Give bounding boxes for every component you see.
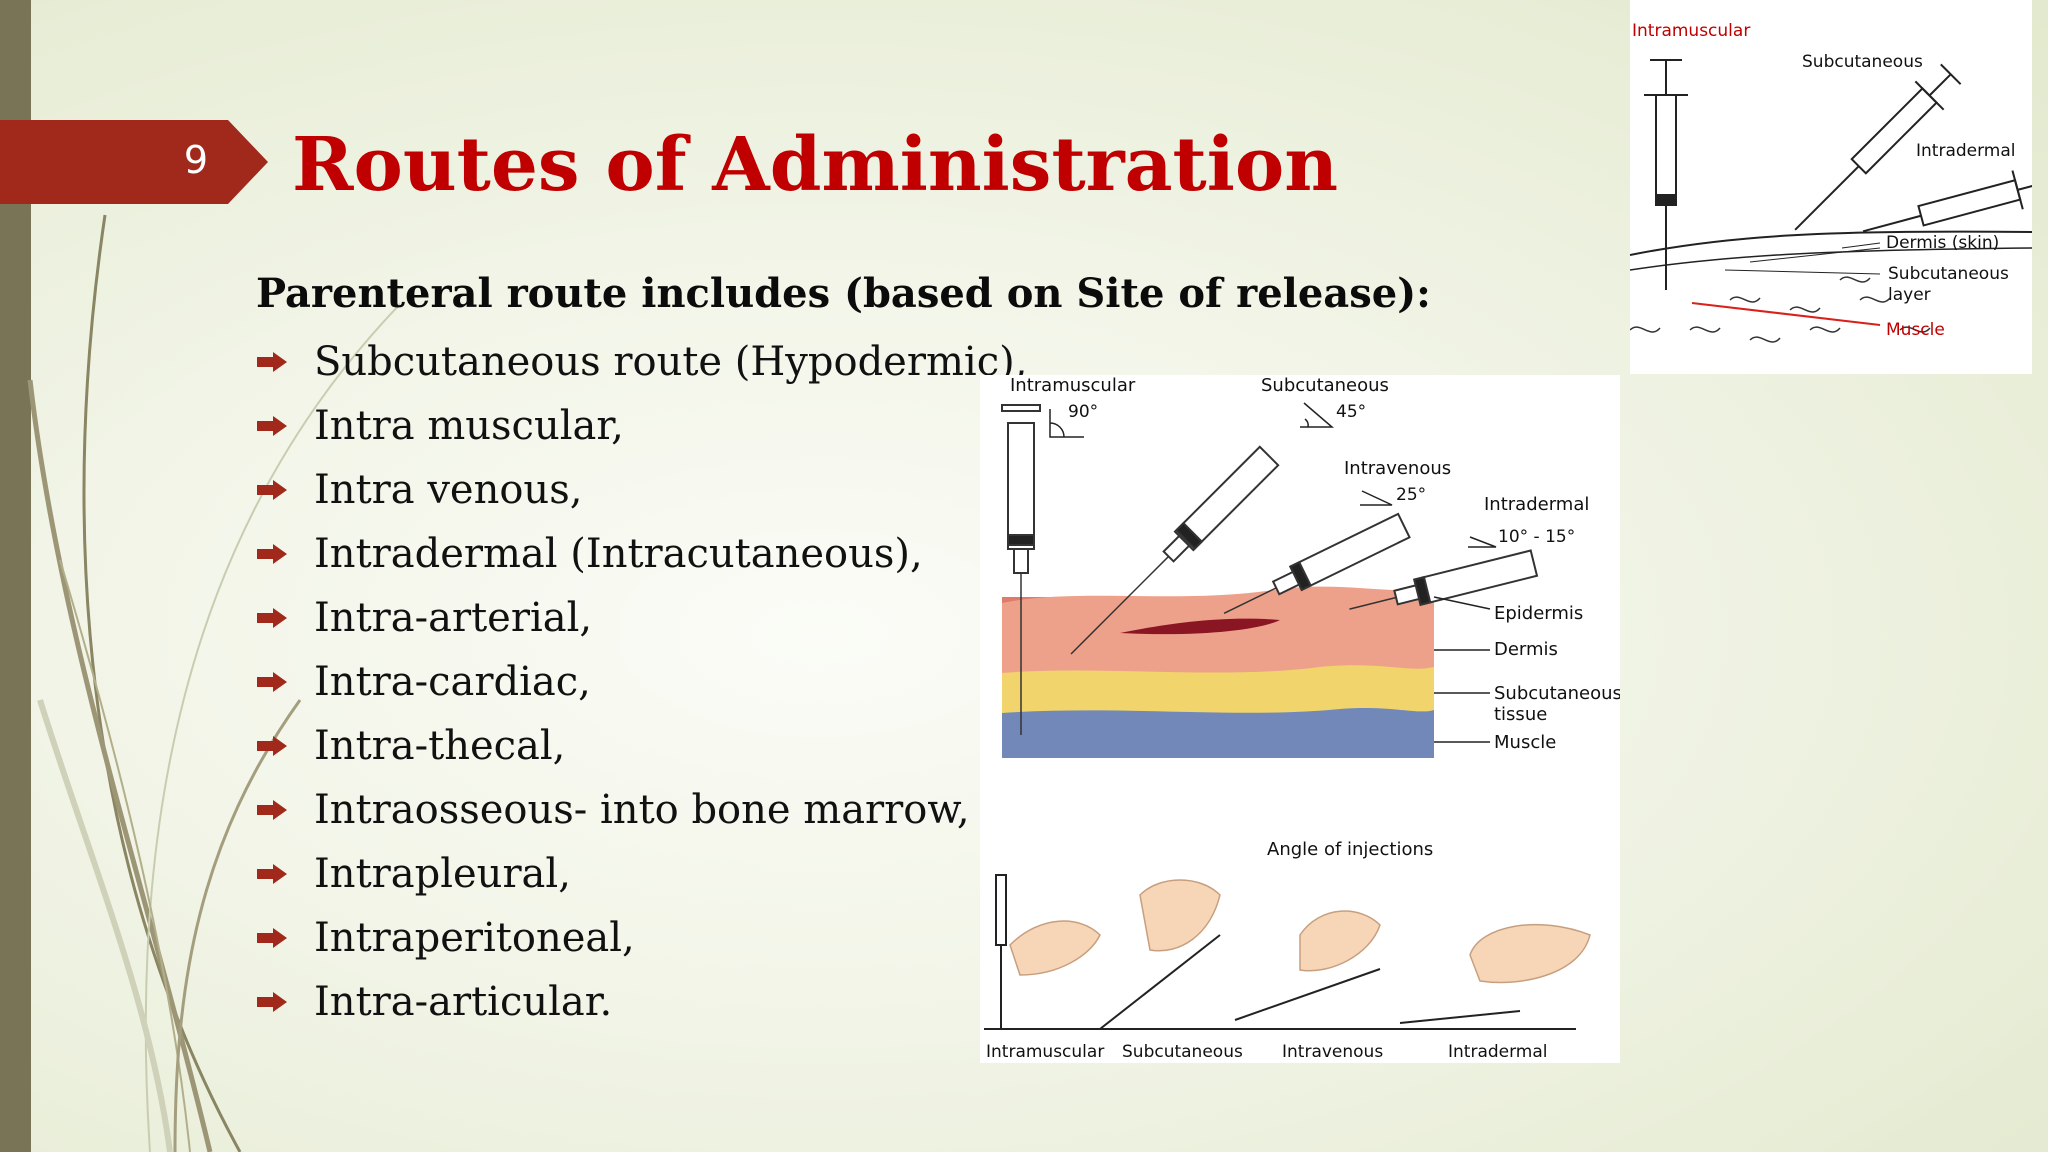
list-item: Intrapleural, (256, 842, 1027, 906)
label-bottom-intravenous: Intravenous (1282, 1042, 1383, 1062)
label-muscle: Muscle (1886, 320, 1945, 340)
label-intramuscular: Intramuscular (1010, 375, 1136, 396)
bullet-text: Intra muscular, (314, 403, 624, 449)
arrow-right-icon (257, 608, 287, 628)
label-intradermal: Intradermal (1916, 141, 2016, 161)
syringe-icon (1223, 512, 1411, 614)
list-item: Intradermal (Intracutaneous), (256, 522, 1027, 586)
hand-icon (1009, 879, 1591, 984)
list-item: Intra-thecal, (256, 714, 1027, 778)
label-dermis: Dermis (skin) (1886, 233, 1999, 253)
bullet-text: Intra-articular. (314, 979, 613, 1025)
arrow-right-icon (257, 480, 287, 500)
bullet-text: Subcutaneous route (Hypodermic), (314, 339, 1028, 385)
list-item: Intraperitoneal, (256, 906, 1027, 970)
label-bottom-subcutaneous: Subcutaneous (1122, 1042, 1243, 1062)
arrow-right-icon (257, 992, 287, 1012)
bullet-list: Subcutaneous route (Hypodermic), Intra m… (256, 330, 1027, 1034)
slide-number-tab (0, 120, 268, 204)
vein-icon (1120, 618, 1280, 635)
syringe-icon (1862, 170, 2032, 233)
label-bottom-intramuscular: Intramuscular (986, 1042, 1104, 1062)
label-subcutaneous-tissue: Subcutaneous (1494, 683, 1620, 704)
list-item: Intra venous, (256, 458, 1027, 522)
bullet-text: Intra-thecal, (314, 723, 566, 769)
injection-angles-diagram: Intramuscular 90° Subcutaneous 45° Intra… (980, 375, 1620, 1063)
decorative-curves (27, 214, 400, 1152)
arrow-right-icon (257, 352, 287, 372)
arrow-right-icon (257, 928, 287, 948)
label-im-angle: 90° (1068, 402, 1098, 422)
arrow-right-icon (257, 800, 287, 820)
label-subcutaneous: Subcutaneous (1261, 375, 1389, 396)
label-intravenous: Intravenous (1344, 458, 1451, 479)
label-intramuscular: Intramuscular (1632, 21, 1750, 41)
list-item: Intra-arterial, (256, 586, 1027, 650)
arrow-right-icon (257, 864, 287, 884)
label-subcutaneous: Subcutaneous (1802, 52, 1923, 72)
syringe-icon (1644, 59, 1688, 290)
syringe-icon (1794, 63, 1962, 231)
bullet-text: Intraosseous- into bone marrow, (314, 787, 970, 833)
label-tissue: tissue (1494, 704, 1547, 725)
label-muscle: Muscle (1494, 732, 1556, 753)
bullet-text: Intra venous, (314, 467, 583, 513)
label-dermis: Dermis (1494, 639, 1558, 660)
list-item: Intraosseous- into bone marrow, (256, 778, 1027, 842)
syringe-icon (1001, 404, 1041, 735)
angle-caption: Angle of injections (1267, 839, 1433, 860)
slide-subtitle: Parenteral route includes (based on Site… (256, 270, 1431, 317)
syringe-icon (995, 874, 1521, 1030)
arrow-right-icon (257, 672, 287, 692)
syringe-icon (1349, 549, 1539, 610)
bullet-text: Intradermal (Intracutaneous), (314, 531, 923, 577)
label-id-angle: 10° - 15° (1498, 527, 1575, 547)
label-layer: layer (1888, 285, 1931, 305)
label-iv-angle: 25° (1396, 485, 1426, 505)
list-item: Intra-cardiac, (256, 650, 1027, 714)
arrow-right-icon (257, 416, 287, 436)
bullet-text: Intra-arterial, (314, 595, 593, 641)
label-subcutaneous-layer: Subcutaneous (1888, 264, 2009, 284)
label-sc-angle: 45° (1336, 402, 1366, 422)
label-bottom-intradermal: Intradermal (1448, 1042, 1548, 1062)
muscle-layer (1002, 708, 1434, 758)
list-item: Intra muscular, (256, 394, 1027, 458)
injection-diagram-small: Intramuscular Subcutaneous Intradermal D… (1630, 0, 2032, 374)
slide-number: 9 (183, 138, 209, 182)
list-item: Intra-articular. (256, 970, 1027, 1034)
slide-title: Routes of Administration (292, 122, 1339, 208)
bullet-text: Intrapleural, (314, 851, 571, 897)
subcutaneous-layer (1002, 665, 1434, 715)
label-intradermal: Intradermal (1484, 494, 1589, 515)
bullet-text: Intra-cardiac, (314, 659, 591, 705)
arrow-right-icon (257, 544, 287, 564)
list-item: Subcutaneous route (Hypodermic), (256, 330, 1027, 394)
label-epidermis: Epidermis (1494, 603, 1583, 624)
bullet-text: Intraperitoneal, (314, 915, 635, 961)
syringe-icon (1070, 445, 1280, 655)
arrow-right-icon (257, 736, 287, 756)
